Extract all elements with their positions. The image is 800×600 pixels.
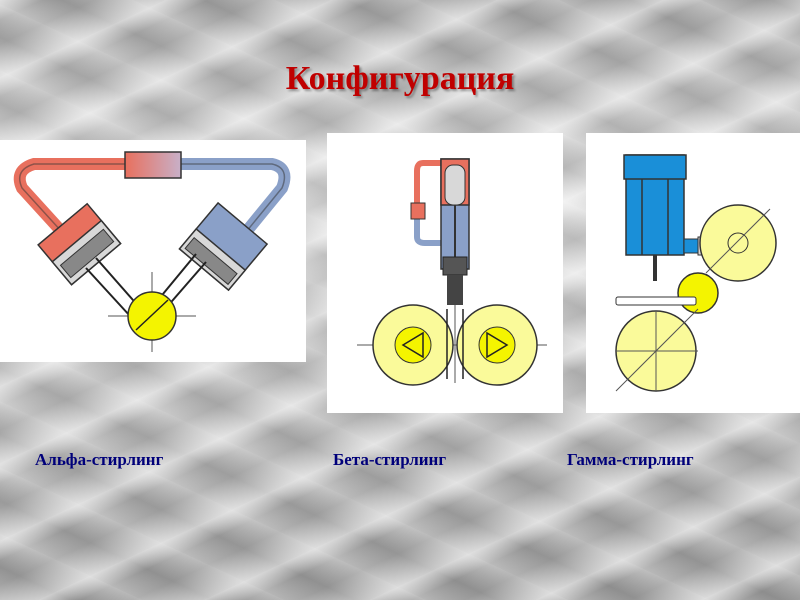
alpha-engine-illustration — [13, 151, 291, 352]
hot-cylinder — [37, 202, 122, 286]
alpha-engine-diagram — [0, 140, 306, 362]
power-piston — [442, 256, 468, 276]
alpha-caption: Альфа-стирлинг — [35, 450, 164, 469]
beta-caption: Бета-стирлинг — [333, 450, 447, 469]
gamma-engine-diagram — [586, 133, 800, 413]
small-wheel — [677, 272, 719, 314]
slide-title: Конфигурация — [285, 60, 515, 97]
displacer — [444, 164, 466, 206]
gamma-caption: Гамма-стирлинг — [567, 450, 694, 469]
gamma-engine-illustration — [615, 154, 777, 392]
cold-cylinder — [178, 201, 269, 292]
regenerator — [410, 202, 426, 220]
beta-engine-illustration — [357, 158, 547, 386]
beta-engine-diagram — [327, 133, 563, 413]
regenerator — [124, 151, 182, 179]
